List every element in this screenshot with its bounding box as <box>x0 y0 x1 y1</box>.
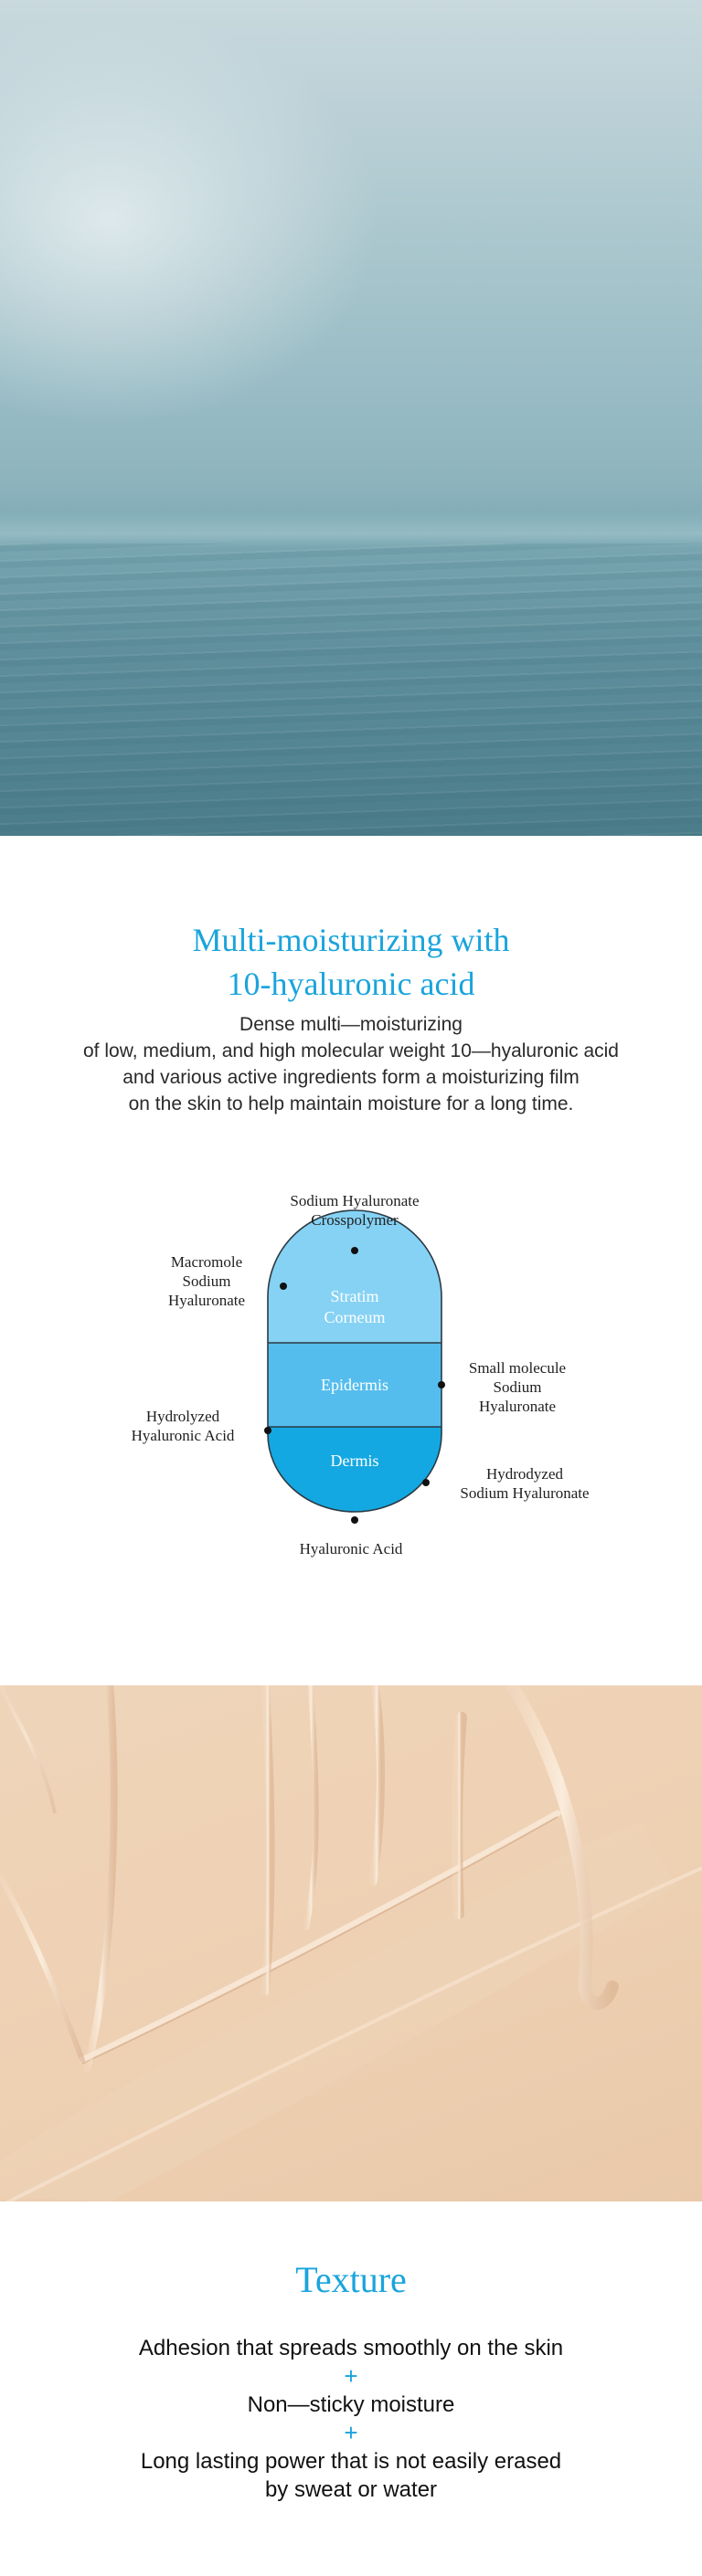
texture-benefit: Non—sticky moisture <box>247 2392 455 2417</box>
label-line: Hyaluronic Acid <box>131 1427 235 1444</box>
intro-line: on the skin to help maintain moisture fo… <box>128 1093 574 1114</box>
texture-benefits: Adhesion that spreads smoothly on the sk… <box>0 2334 702 2504</box>
label-line: Hyaluronate <box>478 1398 557 1415</box>
label-line: Hydrolyzed <box>145 1408 220 1425</box>
headline-line: 10-hyaluronic acid <box>227 966 475 1002</box>
label-hydrolyzed-hyaluronic-acid: Hydrolyzed Hyaluronic Acid <box>78 1407 288 1445</box>
cream-swatch-strokes <box>0 1685 702 2201</box>
marker-dot <box>422 1479 430 1486</box>
layer-label-line: Dermis <box>330 1452 379 1470</box>
label-hydrodyzed-sodium-hyaluronate: Hydrodyzed Sodium Hyaluronate <box>420 1464 630 1503</box>
label-line: Hydrodyzed <box>485 1465 564 1483</box>
layer-label-line: Corneum <box>324 1308 386 1326</box>
cream-texture-image <box>0 1685 702 2201</box>
label-line: Sodium <box>493 1378 542 1396</box>
layer-label-line: Stratim <box>330 1287 379 1305</box>
texture-benefit-line: Long lasting power that is not easily er… <box>140 2449 562 2474</box>
skin-layer-diagram: Stratim Corneum Epidermis Dermis Sodium … <box>0 1169 702 1571</box>
headline-line: Multi-moisturizing with <box>192 922 510 958</box>
label-macromole-sodium-hyaluronate: Macromole Sodium Hyaluronate <box>101 1252 312 1310</box>
label-line: Macromole <box>170 1253 243 1271</box>
marker-dot <box>351 1516 358 1524</box>
texture-benefit: Adhesion that spreads smoothly on the sk… <box>138 2336 564 2360</box>
label-line: Sodium Hyaluronate <box>290 1192 420 1209</box>
sea-waves <box>0 544 702 836</box>
intro-line: Dense multi—moisturizing <box>239 1014 463 1035</box>
skin-layer-shape <box>264 1209 445 1524</box>
layer-label-epidermis: Epidermis <box>268 1375 441 1396</box>
intro-paragraph: Dense multi—moisturizing of low, medium,… <box>0 1011 702 1117</box>
label-hyaluronic-acid: Hyaluronic Acid <box>246 1539 456 1558</box>
marker-dot <box>351 1247 358 1254</box>
sea-horizon-image <box>0 0 702 836</box>
plus-separator: + <box>344 2362 358 2390</box>
plus-separator: + <box>344 2419 358 2446</box>
label-small-molecule-sodium-hyaluronate: Small molecule Sodium Hyaluronate <box>412 1358 622 1416</box>
label-line: Sodium <box>182 1272 231 1290</box>
marker-dot <box>264 1427 271 1434</box>
layer-label-stratum-corneum: Stratim Corneum <box>268 1286 441 1328</box>
horizon-haze <box>0 512 702 548</box>
label-line: Sodium Hyaluronate <box>460 1484 590 1502</box>
label-line: Hyaluronic Acid <box>299 1540 403 1557</box>
layer-label-line: Epidermis <box>321 1376 388 1394</box>
intro-line: of low, medium, and high molecular weigh… <box>83 1040 619 1061</box>
section-headline: Multi-moisturizing with 10-hyaluronic ac… <box>0 918 702 1006</box>
intro-line: and various active ingredients form a mo… <box>122 1067 580 1088</box>
label-line: Crosspolymer <box>311 1211 399 1229</box>
label-sodium-hyaluronate-crosspolymer: Sodium Hyaluronate Crosspolymer <box>250 1191 460 1230</box>
texture-benefit-line: by sweat or water <box>264 2477 438 2502</box>
layer-epidermis <box>268 1343 441 1427</box>
marker-dot <box>280 1283 287 1290</box>
label-line: Hyaluronate <box>167 1292 246 1309</box>
label-line: Small molecule <box>468 1359 567 1377</box>
layer-label-dermis: Dermis <box>268 1451 441 1472</box>
texture-title: Texture <box>295 2259 407 2300</box>
marker-dot <box>438 1381 445 1388</box>
